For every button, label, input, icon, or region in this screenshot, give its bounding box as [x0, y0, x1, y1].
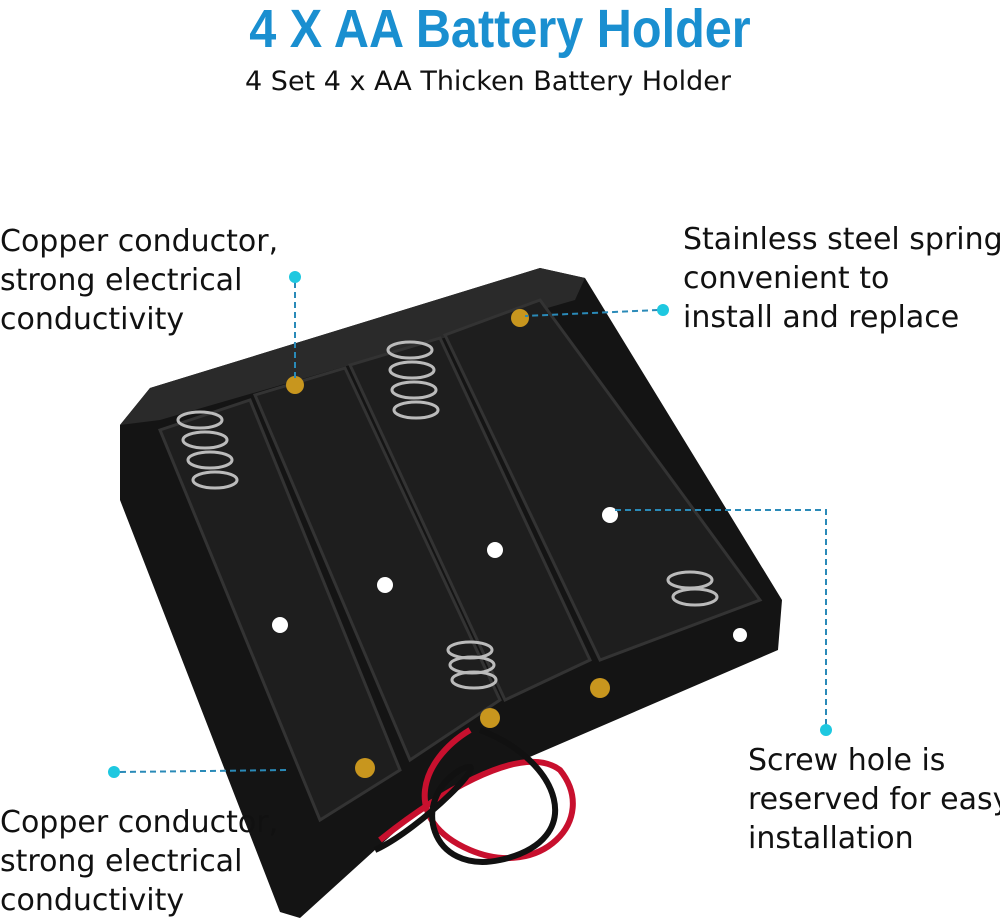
callout-line: Copper conductor, [0, 805, 279, 840]
callout-steel-spring: Stainless steel spring, convenient to in… [683, 220, 1000, 337]
wires [373, 727, 576, 865]
callout-line: reserved for easy [748, 782, 1000, 817]
callout-line: convenient to [683, 261, 890, 296]
callout-line: conductivity [0, 302, 185, 337]
callout-line: Stainless steel spring, [683, 222, 1000, 257]
callout-screw-hole: Screw hole is reserved for easy installa… [748, 741, 1000, 858]
callout-copper-conductor-bottom: Copper conductor, strong electrical cond… [0, 803, 278, 920]
callout-line: Screw hole is [748, 743, 946, 778]
page-title: 4 X AA Battery Holder [249, 0, 751, 59]
callout-line: Copper conductor, [0, 224, 279, 259]
leader-lines [119, 282, 827, 773]
callout-dot-icon [108, 271, 832, 778]
callout-line: strong electrical [0, 844, 243, 879]
holder-top-rim [120, 268, 585, 425]
spring-icon [176, 340, 719, 690]
copper-contact-icon [286, 309, 610, 778]
callout-line: conductivity [0, 883, 185, 918]
callout-line: installation [748, 821, 914, 856]
page-subtitle: 4 Set 4 x AA Thicken Battery Holder [245, 66, 731, 97]
callout-copper-conductor-top: Copper conductor, strong electrical cond… [0, 222, 278, 339]
callout-line: install and replace [683, 300, 960, 335]
screw-hole-icon [272, 507, 747, 642]
compartments [158, 298, 763, 823]
callout-line: strong electrical [0, 263, 243, 298]
